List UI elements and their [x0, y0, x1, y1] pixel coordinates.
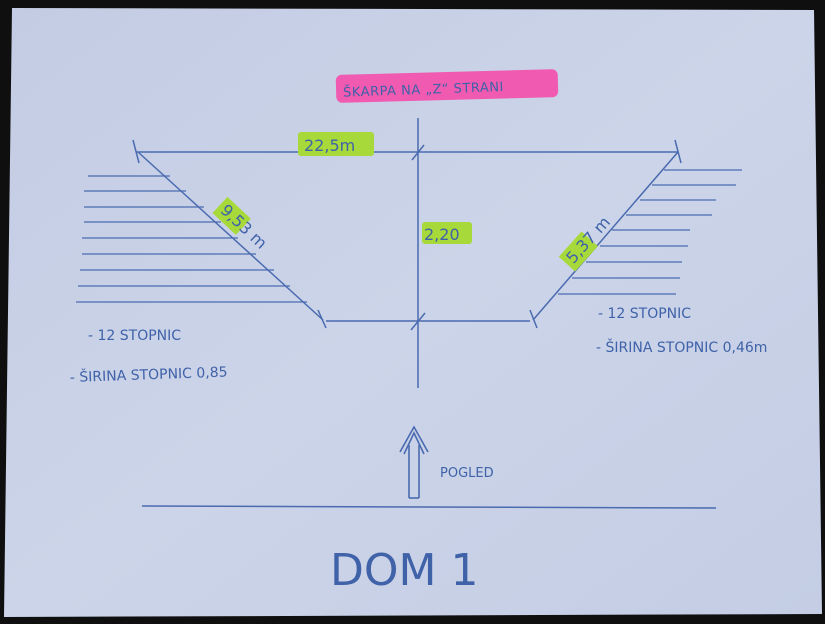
- view-label: POGLED: [440, 466, 494, 481]
- left-slope-highlight: [212, 196, 251, 235]
- top-center-tick: [411, 144, 425, 161]
- right-slope-line: [532, 151, 679, 321]
- height-highlight: [422, 222, 472, 244]
- title-highlight: [335, 69, 559, 103]
- view-arrow-icon: [399, 425, 429, 499]
- bottom-center-tick: [410, 312, 426, 331]
- bottom-right-tick: [529, 309, 538, 329]
- right-terrain-hatching: [558, 169, 742, 295]
- right-note-steps: - 12 STOPNIC: [598, 306, 691, 322]
- left-slope-line: [137, 151, 324, 321]
- house-label: DOM 1: [330, 545, 478, 596]
- top-width-highlight: [298, 132, 374, 156]
- paper-sheet: [4, 8, 822, 617]
- right-note-width: - ŠIRINA STOPNIC 0,46m: [596, 338, 767, 356]
- top-left-tick: [132, 139, 140, 164]
- height-label: 2,20: [424, 225, 460, 244]
- title-text: ŠKARPA NA „Z“ STRANI: [343, 79, 504, 101]
- right-slope-highlight: [558, 231, 598, 272]
- left-terrain-hatching: [76, 175, 307, 303]
- section-drawing: [76, 118, 742, 509]
- left-note-steps: - 12 STOPNIC: [88, 328, 181, 344]
- top-width-label: 22,5m: [304, 136, 355, 155]
- top-right-tick: [674, 139, 682, 164]
- left-note-width: - ŠIRINA STOPNIC 0,85: [70, 363, 228, 386]
- house-baseline: [141, 505, 717, 509]
- bottom-left-tick: [317, 309, 327, 329]
